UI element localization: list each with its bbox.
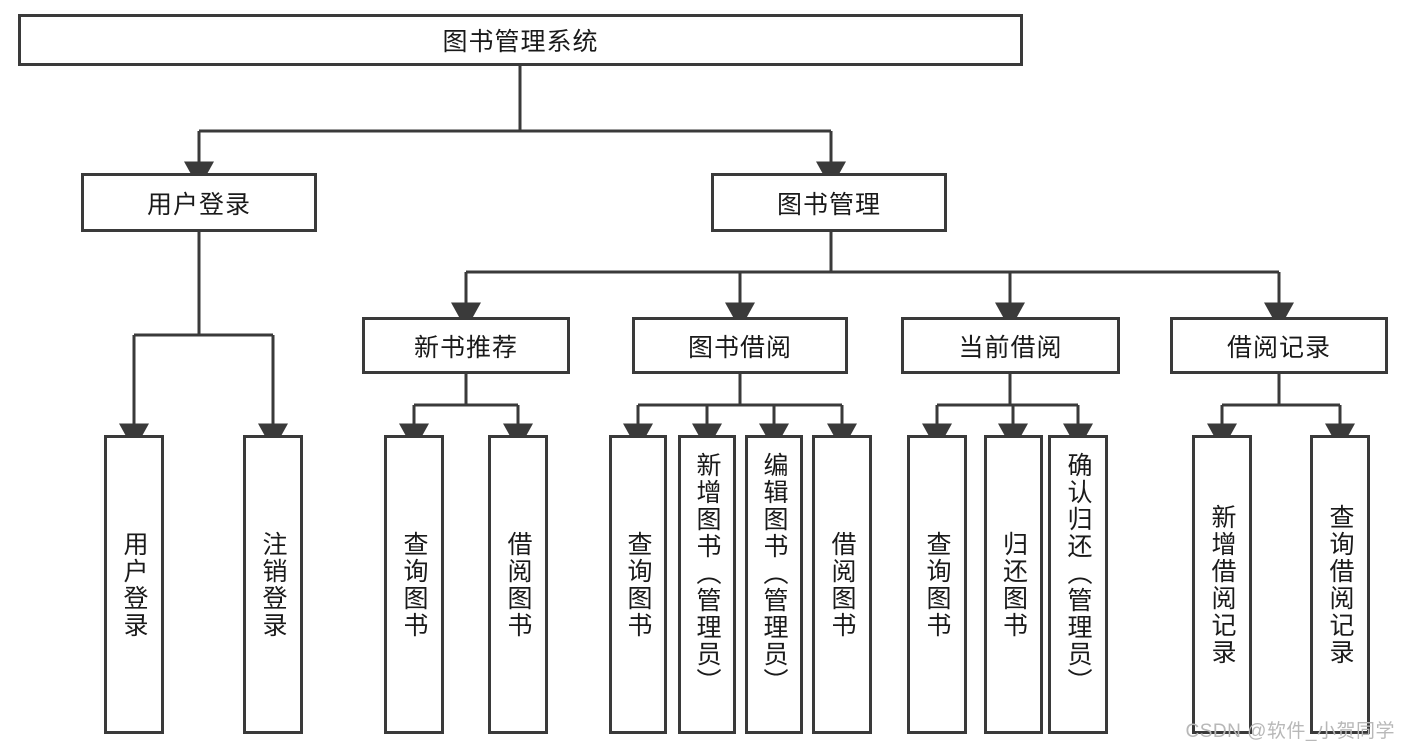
node-label: 新增图书（管理员） — [693, 452, 721, 695]
node-label: 当前借阅 — [958, 333, 1063, 362]
leaf-user-login-logout[interactable]: 注销登录 — [243, 435, 303, 734]
node-label: 编辑图书（管理员） — [760, 452, 788, 695]
node-label: 图书管理 — [776, 190, 881, 219]
node-label: 查询图书 — [923, 530, 951, 639]
node-label: 查询借阅记录 — [1326, 503, 1354, 666]
node-label: 新增借阅记录 — [1208, 503, 1236, 666]
node-label: 注销登录 — [259, 530, 287, 639]
leaf-new-book-borrow-book[interactable]: 借阅图书 — [488, 435, 548, 734]
leaf-user-login-login[interactable]: 用户登录 — [104, 435, 164, 734]
node-current-borrow[interactable]: 当前借阅 — [901, 317, 1120, 374]
leaf-book-borrow-edit-book-admin[interactable]: 编辑图书（管理员） — [745, 435, 803, 734]
node-user-login[interactable]: 用户登录 — [81, 173, 317, 232]
node-label: 图书管理系统 — [442, 28, 599, 56]
node-label: 归还图书 — [999, 530, 1028, 639]
watermark-text: CSDN @软件_小贺同学 — [1185, 721, 1395, 742]
leaf-borrow-record-query-record[interactable]: 查询借阅记录 — [1310, 435, 1370, 734]
node-label: 借阅记录 — [1226, 333, 1331, 362]
leaf-current-borrow-return-book[interactable]: 归还图书 — [984, 435, 1043, 734]
node-label: 借阅图书 — [504, 530, 532, 639]
node-label: 用户登录 — [146, 190, 251, 219]
leaf-new-book-query-book[interactable]: 查询图书 — [384, 435, 444, 734]
node-label: 确认归还（管理员） — [1064, 452, 1092, 695]
node-label: 图书借阅 — [687, 333, 792, 362]
leaf-book-borrow-add-book-admin[interactable]: 新增图书（管理员） — [678, 435, 736, 734]
leaf-current-borrow-confirm-return-admin[interactable]: 确认归还（管理员） — [1048, 435, 1108, 734]
node-label: 借阅图书 — [828, 530, 856, 639]
leaf-borrow-record-add-record[interactable]: 新增借阅记录 — [1192, 435, 1252, 734]
node-label: 查询图书 — [624, 530, 652, 639]
node-root-book-management-system[interactable]: 图书管理系统 — [18, 14, 1023, 66]
leaf-book-borrow-query-book[interactable]: 查询图书 — [609, 435, 667, 734]
node-label: 新书推荐 — [413, 333, 518, 362]
leaf-current-borrow-query-book[interactable]: 查询图书 — [907, 435, 967, 734]
node-borrow-record[interactable]: 借阅记录 — [1170, 317, 1388, 374]
node-label: 查询图书 — [400, 530, 428, 639]
node-book-borrow[interactable]: 图书借阅 — [632, 317, 848, 374]
node-new-book-recommend[interactable]: 新书推荐 — [362, 317, 570, 374]
node-book-management[interactable]: 图书管理 — [711, 173, 947, 232]
node-label: 用户登录 — [120, 530, 148, 639]
leaf-book-borrow-borrow-book[interactable]: 借阅图书 — [812, 435, 872, 734]
